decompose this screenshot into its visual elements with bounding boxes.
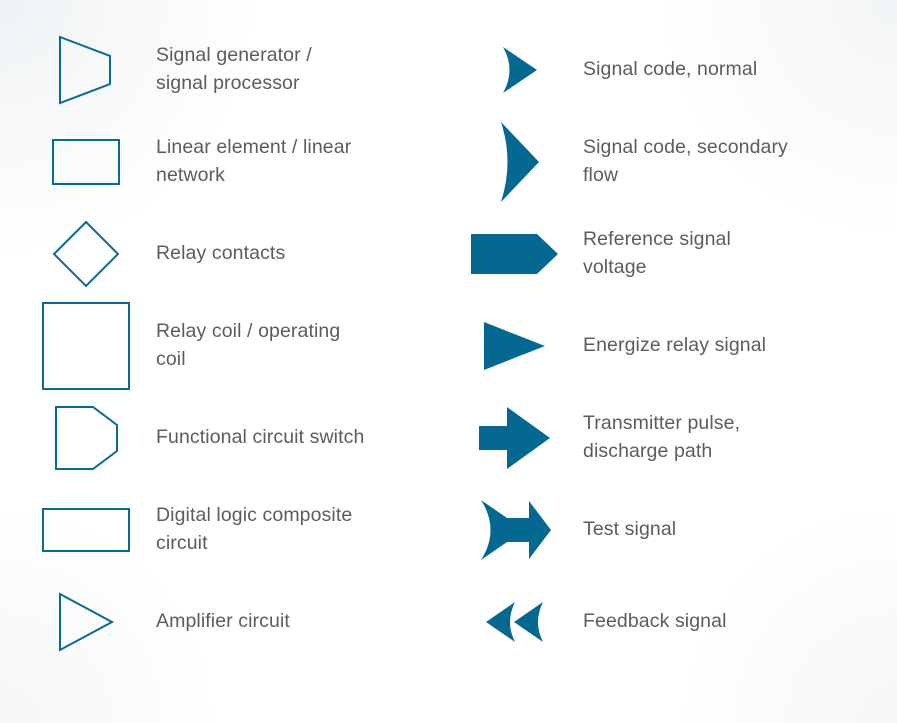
legend-label: Reference signal voltage	[583, 228, 731, 278]
legend-label: Feedback signal	[583, 610, 727, 633]
legend-label: Signal generator / signal processor	[156, 44, 312, 94]
legend-label: Relay coil / operating coil	[156, 320, 341, 370]
legend-label: Transmitter pulse, discharge path	[583, 412, 741, 462]
legend-item-relay-contacts[interactable]: Relay contacts	[0, 208, 455, 300]
legend-label: Energize relay signal	[583, 334, 767, 357]
legend-item-energize-relay-signal[interactable]: Energize relay signal	[455, 300, 897, 392]
legend-label: Functional circuit switch	[156, 426, 365, 449]
double-chevron-left-filled-icon	[465, 576, 565, 668]
legend-label: Digital logic composite circuit	[156, 504, 353, 554]
chevron-tall-sharp-filled-icon	[465, 116, 565, 208]
legend-label: Signal code, normal	[583, 58, 758, 81]
legend-item-test-signal[interactable]: Test signal	[455, 484, 897, 576]
square-outline-icon	[30, 300, 142, 392]
legend-column-left: Signal generator / signal processor Line…	[0, 24, 455, 668]
legend-label: Relay contacts	[156, 242, 286, 265]
triangle-right-outline-icon	[30, 576, 142, 668]
legend-label: Linear element / linear network	[156, 136, 352, 186]
legend-item-signal-code-normal[interactable]: Signal code, normal	[455, 24, 897, 116]
diamond-outline-icon	[30, 208, 142, 300]
block-arrow-filled-icon	[465, 208, 565, 300]
block-arrow-tailed-filled-icon	[465, 392, 565, 484]
chevron-arrowhead-filled-icon	[465, 24, 565, 116]
legend-item-signal-generator[interactable]: Signal generator / signal processor	[0, 24, 455, 116]
legend-item-digital-logic-circuit[interactable]: Digital logic composite circuit	[0, 484, 455, 576]
legend-item-linear-element[interactable]: Linear element / linear network	[0, 116, 455, 208]
triangle-right-filled-icon	[465, 300, 565, 392]
legend-item-relay-coil[interactable]: Relay coil / operating coil	[0, 300, 455, 392]
trapezoid-right-outline-icon	[30, 24, 142, 116]
legend-item-reference-signal-voltage[interactable]: Reference signal voltage	[455, 208, 897, 300]
legend-label: Signal code, secondary flow	[583, 136, 788, 186]
arrow-concave-tail-filled-icon	[465, 484, 565, 576]
hexagon-switch-outline-icon	[30, 392, 142, 484]
legend-item-signal-code-secondary[interactable]: Signal code, secondary flow	[455, 116, 897, 208]
legend-item-amplifier-circuit[interactable]: Amplifier circuit	[0, 576, 455, 668]
legend-label: Test signal	[583, 518, 677, 541]
legend-item-feedback-signal[interactable]: Feedback signal	[455, 576, 897, 668]
legend-label: Amplifier circuit	[156, 610, 290, 633]
legend-item-functional-circuit-switch[interactable]: Functional circuit switch	[0, 392, 455, 484]
legend-column-right: Signal code, normal Signal code, seconda…	[455, 0, 897, 723]
wide-rectangle-outline-icon	[30, 484, 142, 576]
rectangle-outline-icon	[30, 116, 142, 208]
legend-item-transmitter-pulse[interactable]: Transmitter pulse, discharge path	[455, 392, 897, 484]
